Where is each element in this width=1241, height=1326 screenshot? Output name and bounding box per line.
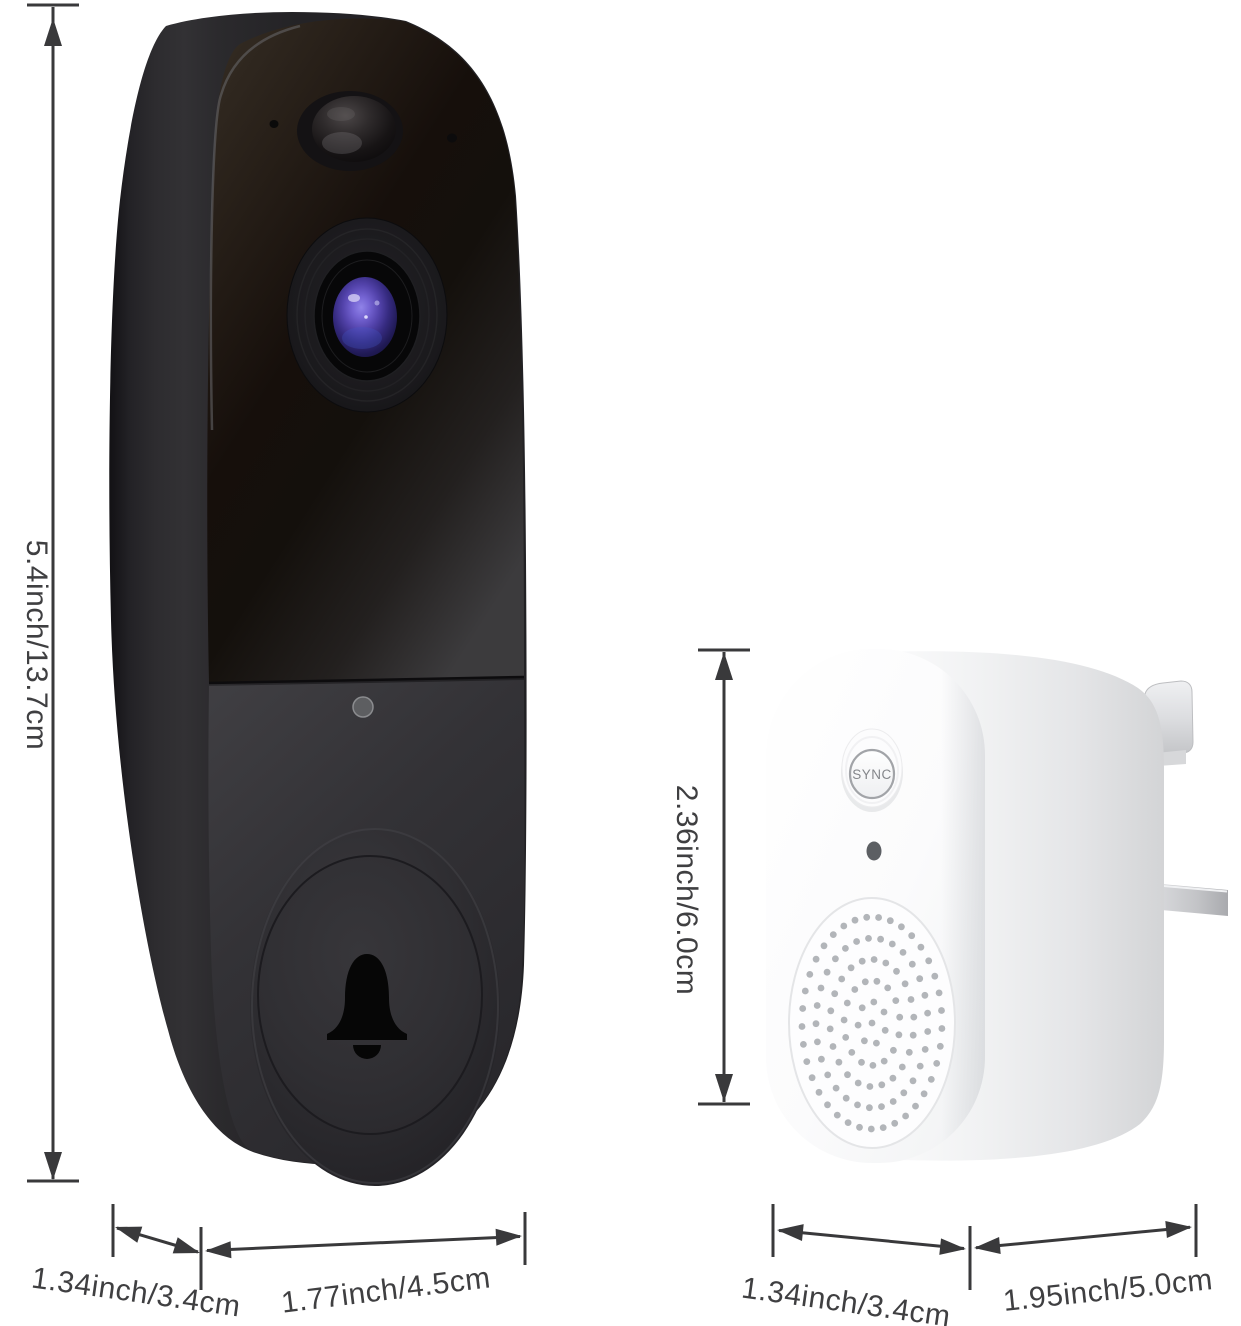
motion-sensor [297,91,403,171]
dim-doorbell-depth [111,1204,203,1290]
plug-prong-live-highlight [1151,884,1228,893]
dim-doorbell-height [27,3,79,1183]
speaker-grille-dots [798,913,946,1133]
dim-chime-height [698,648,750,1106]
sync-button: SYNC [841,728,903,812]
doorbell-height-label: 5.4inch/13.7cm [20,539,53,751]
chime-device: SYNC [766,649,1228,1163]
dim-doorbell-width [205,1212,527,1265]
doorbell-gloss-rim-highlight [209,24,301,431]
plug-prong-live-icon [1150,883,1228,916]
doorbell-device [109,12,527,1186]
dim-chime-depth [771,1204,972,1290]
mic-hole-right [447,133,457,143]
sync-button-label: SYNC [852,767,892,782]
doorbell-seam [208,675,525,685]
camera-lens [286,217,448,413]
doorbell-button [250,828,500,1186]
dim-chime-width [974,1204,1198,1257]
bell-icon [327,954,407,1059]
chime-led [866,841,882,861]
mic-hole-left [269,120,279,128]
status-led [352,696,374,718]
chime-height-label: 2.36inch/6.0cm [670,784,703,996]
speaker-grille [788,897,956,1149]
